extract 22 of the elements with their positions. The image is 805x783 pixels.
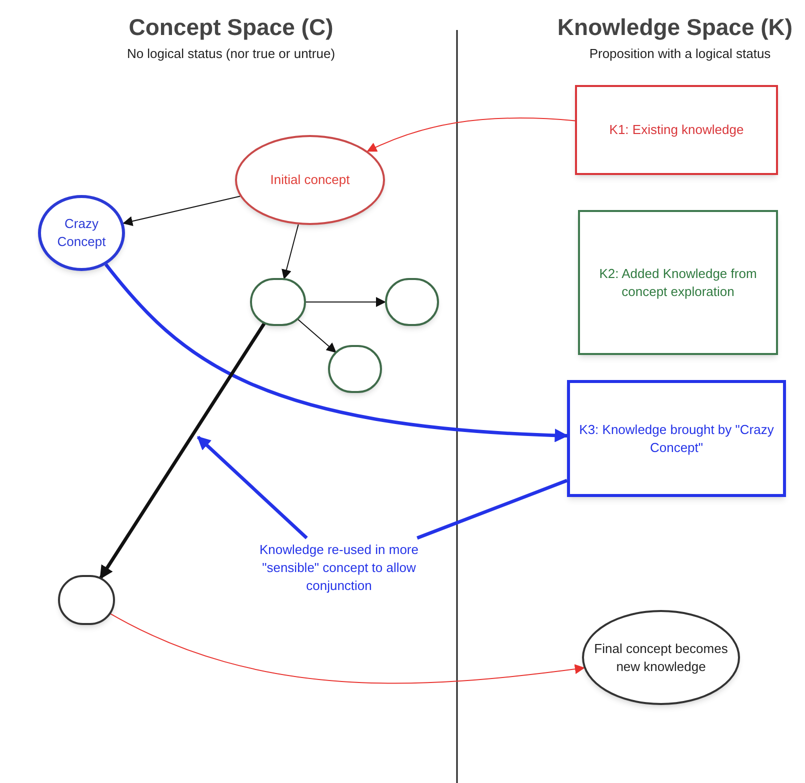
- subheading: No logical status (nor true or untrue): [126, 45, 336, 63]
- arrow: [306, 297, 386, 307]
- knowledge-box: [575, 85, 778, 175]
- arrow: [104, 263, 568, 442]
- node-text: Final concept becomes new knowledge: [593, 640, 729, 676]
- heading: Concept Space (C): [128, 13, 334, 42]
- subheading: Proposition with a logical status: [588, 45, 772, 63]
- arrow: [297, 318, 336, 353]
- arrow: [366, 118, 576, 152]
- node-text: K2: Added Knowledge from concept exploration: [598, 264, 758, 300]
- arrow: [282, 224, 299, 280]
- node-text: K3: Knowledge brought by "Crazy Concept": [578, 420, 775, 456]
- node-text: K1: Existing knowledge: [608, 121, 745, 139]
- node-text: Crazy Concept: [56, 215, 107, 251]
- knowledge-box: [578, 210, 778, 355]
- arrow: [99, 322, 266, 580]
- knowledge-box: [567, 380, 786, 497]
- node-text: Initial concept: [269, 171, 351, 189]
- arrow: [196, 436, 308, 540]
- arrow: [110, 613, 585, 684]
- heading: Knowledge Space (K): [556, 13, 794, 42]
- node-text: Knowledge re-used in more "sensible" concept to allow conjunction: [258, 541, 420, 595]
